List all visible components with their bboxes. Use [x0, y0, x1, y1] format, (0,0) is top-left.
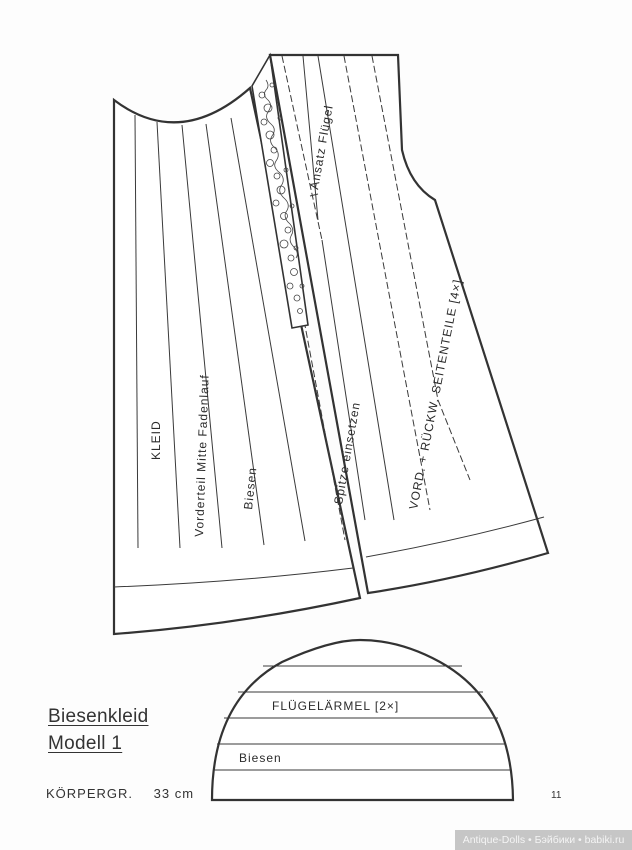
pattern-model: Modell 1: [48, 733, 123, 754]
page-number: 11: [551, 790, 562, 801]
label-kleid: KLEID: [149, 420, 163, 460]
body-size-label: KÖRPERGR.: [46, 786, 134, 801]
label-fluegelaermel: FLÜGELÄRMEL [2×]: [272, 699, 399, 713]
front-piece: [112, 85, 362, 636]
label-vorderteil: Vorderteil Mitte Fadenlauf: [192, 374, 212, 537]
pattern-title: Biesenkleid: [48, 706, 149, 727]
side-piece: [268, 53, 550, 595]
watermark: Antique-Dolls • Бэйбики • babiki.ru: [455, 830, 632, 850]
lace-insert-strip: [251, 52, 309, 329]
label-biesen-front: Biesen: [241, 466, 259, 510]
body-size-value: 33 cm: [153, 786, 195, 801]
body-size: KÖRPERGR. 33 cm: [46, 786, 194, 801]
sleeve-piece: [210, 638, 515, 802]
label-biesen-sleeve: Biesen: [239, 751, 282, 765]
